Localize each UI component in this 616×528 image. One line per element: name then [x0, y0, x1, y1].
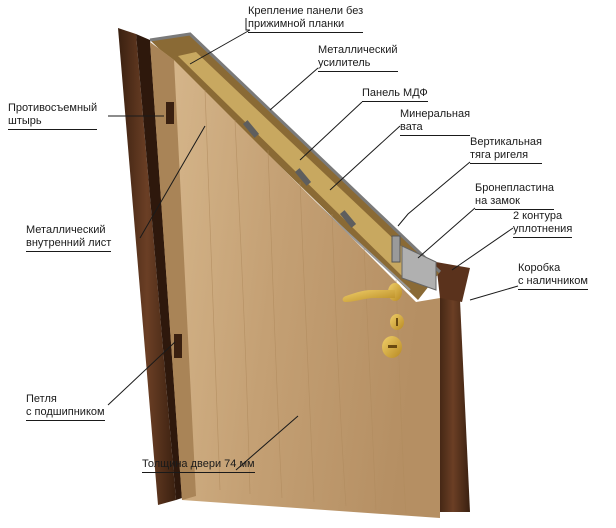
- label-panel-mount: Крепление панели без прижимной планки: [248, 5, 364, 33]
- label-inner-sheet: Металлический внутренний лист: [26, 224, 112, 252]
- label-seal-contours: 2 контура уплотнения: [513, 210, 573, 238]
- left-frame-casing: [118, 28, 176, 505]
- right-frame-top: [436, 262, 470, 302]
- label-armor-plate: Бронепластина на замок: [475, 182, 555, 210]
- door-face-edge: [150, 42, 196, 500]
- lock-cylinders: [382, 314, 404, 358]
- leader-lines: [107, 18, 519, 471]
- mineral-wool-layer: [178, 52, 420, 278]
- door-mdf-panel: [150, 42, 440, 518]
- right-frame-casing: [436, 295, 470, 512]
- label-frame: Коробка с наличником: [518, 262, 588, 290]
- label-anti-removal-pin: Противосъемный штырь: [8, 102, 98, 130]
- hinge-top: [166, 102, 174, 124]
- hinge-bottom: [174, 334, 182, 358]
- metal-reinforcer-ribs: [242, 120, 357, 228]
- steel-profile-top: [149, 32, 442, 274]
- vertical-rod: [391, 235, 401, 263]
- label-mineral-wool: Минеральная вата: [400, 108, 471, 136]
- label-thickness: Толщина двери 74 мм: [142, 458, 255, 473]
- label-hinge: Петля с подшипником: [26, 393, 105, 421]
- label-vertical-rod: Вертикальная тяга ригеля: [470, 136, 542, 164]
- label-mdf-panel: Панель МДФ: [362, 87, 428, 102]
- door-handle: [342, 283, 402, 302]
- armor-plate: [401, 245, 437, 291]
- label-metal-reinforcer: Металлический усилитель: [318, 44, 398, 72]
